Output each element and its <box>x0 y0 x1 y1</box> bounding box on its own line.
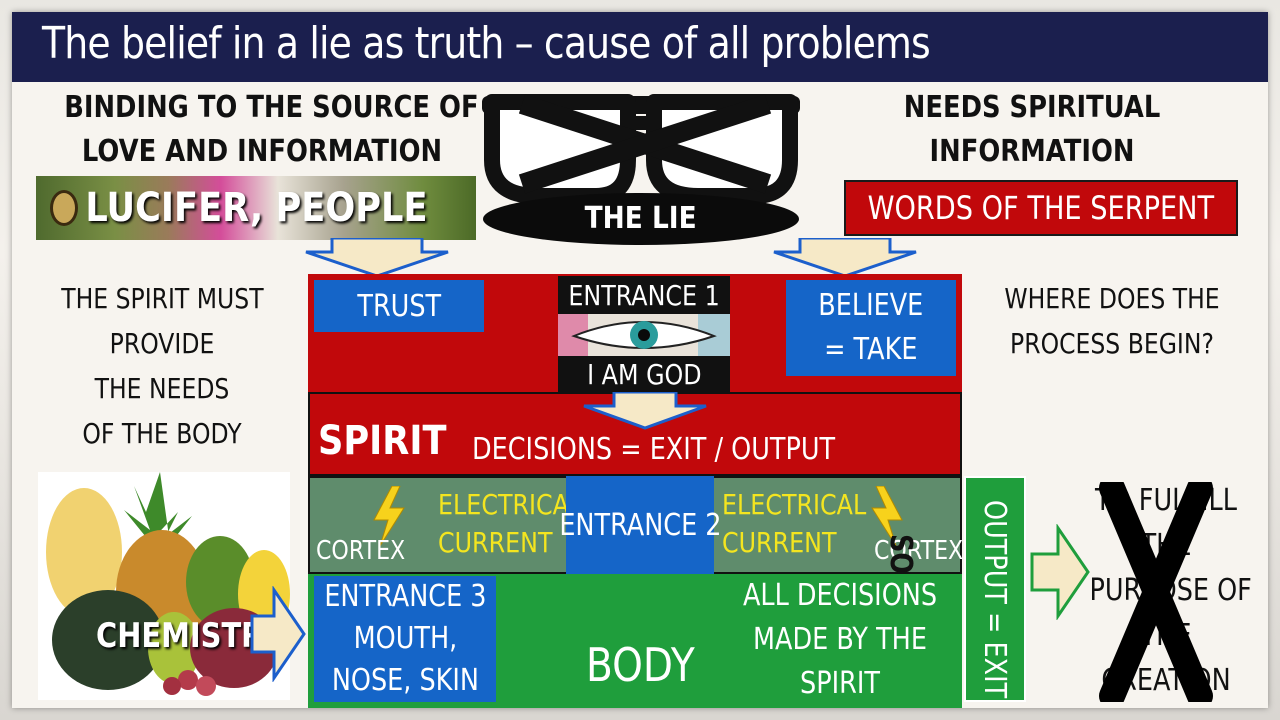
arrow-down-right-icon <box>773 238 917 278</box>
cortex-right-label: CORTEX <box>874 536 964 566</box>
right-note-line-2: PROCESS BEGIN? <box>1010 327 1214 360</box>
lucifer-people-image: LUCIFER, PEOPLE <box>36 176 476 240</box>
electrical-right-line-1: ELECTRICAL <box>722 488 867 521</box>
entrance-3-line-1: ENTRANCE 3 <box>323 579 487 614</box>
output-exit-bar <box>964 476 1026 702</box>
lightning-left-icon <box>373 486 405 546</box>
right-note-line-1: WHERE DOES THE <box>1004 282 1220 315</box>
electrical-left-line-1: ELECTRICAL <box>438 488 583 521</box>
believe-box: BELIEVE = TAKE <box>786 280 956 376</box>
electrical-right-line-2: CURRENT <box>722 526 837 559</box>
serpent-banner-label: WORDS OF THE SERPENT <box>867 189 1215 227</box>
electrical-current-right: ELECTRICAL CURRENT <box>722 486 866 562</box>
cortex-left-label: CORTEX <box>316 536 406 566</box>
entrance-1-panel: ENTRANCE 1 I AM GOD <box>558 276 730 392</box>
left-note: THE SPIRIT MUST PROVIDE THE NEEDS OF THE… <box>42 276 282 456</box>
cross-out-x-icon <box>1099 482 1213 702</box>
left-heading-line-1: BINDING TO THE SOURCE OF <box>64 90 479 125</box>
words-of-serpent-banner: WORDS OF THE SERPENT <box>844 180 1238 236</box>
i-am-god-label: I AM GOD <box>586 357 702 391</box>
all-decisions-label: ALL DECISIONS MADE BY THE SPIRIT <box>724 574 956 706</box>
arrow-right-chemistry-icon <box>250 586 306 682</box>
arrow-right-exit-icon <box>1030 524 1090 620</box>
electrical-left-line-2: CURRENT <box>438 526 553 559</box>
left-note-line-2: PROVIDE <box>109 327 215 360</box>
right-heading-line-1: NEEDS SPIRITUAL <box>903 90 1161 125</box>
slide-title: The belief in a lie as truth – cause of … <box>42 18 931 69</box>
decisions-label: DECISIONS = EXIT / OUTPUT <box>472 432 836 467</box>
left-note-line-4: OF THE BODY <box>82 417 242 450</box>
electrical-current-left: ELECTRICAL CURRENT <box>438 486 582 562</box>
title-bar: The belief in a lie as truth – cause of … <box>12 12 1268 82</box>
body-label: BODY <box>586 638 695 692</box>
right-heading-line-2: INFORMATION <box>929 134 1135 169</box>
left-heading: BINDING TO THE SOURCE OF LOVE AND INFORM… <box>32 86 492 174</box>
crossed-glasses-icon <box>482 94 800 245</box>
fruits-icon <box>46 472 290 696</box>
entrance-1-label: ENTRANCE 1 <box>568 278 720 312</box>
entrance-1-label-wrap: ENTRANCE 1 <box>558 276 730 314</box>
left-note-line-3: THE NEEDS <box>94 372 230 405</box>
entrance-2-box: ENTRANCE 2 <box>559 476 721 574</box>
spirit-label: SPIRIT <box>318 418 447 464</box>
entrance-2-label: ENTRANCE 2 <box>558 507 722 543</box>
all-decisions-line-1: ALL DECISIONS <box>742 578 938 613</box>
left-heading-line-2: LOVE AND INFORMATION <box>81 134 443 169</box>
right-heading: NEEDS SPIRITUAL INFORMATION <box>842 86 1222 174</box>
all-decisions-line-2: MADE BY THE <box>753 622 927 657</box>
slide: The belief in a lie as truth – cause of … <box>12 12 1268 708</box>
believe-line-1: BELIEVE <box>818 288 924 323</box>
output-exit-label: OUTPUT = EXIT <box>977 500 1012 699</box>
entrance-3-line-3: NOSE, SKIN <box>331 663 479 698</box>
right-note: WHERE DOES THE PROCESS BEGIN? <box>982 276 1242 366</box>
i-am-god-label-wrap: I AM GOD <box>558 356 730 392</box>
lightning-right-icon <box>871 486 903 546</box>
left-note-line-1: THE SPIRIT MUST <box>61 282 264 315</box>
the-lie-label: THE LIE <box>584 200 698 236</box>
arrow-down-left-icon <box>305 238 449 278</box>
trust-box: TRUST <box>314 280 484 332</box>
all-decisions-line-3: SPIRIT <box>800 666 880 701</box>
eye-icon <box>558 314 730 356</box>
trust-label: TRUST <box>357 288 441 324</box>
lucifer-banner-label: LUCIFER, PEOPLE <box>84 185 428 231</box>
arrow-down-center-icon <box>583 392 707 430</box>
entrance-3-line-2: MOUTH, <box>353 621 457 656</box>
believe-line-2: = TAKE <box>824 332 918 367</box>
entrance-3-box: ENTRANCE 3 MOUTH, NOSE, SKIN <box>314 576 496 702</box>
serpent-eye-icon <box>50 190 78 226</box>
